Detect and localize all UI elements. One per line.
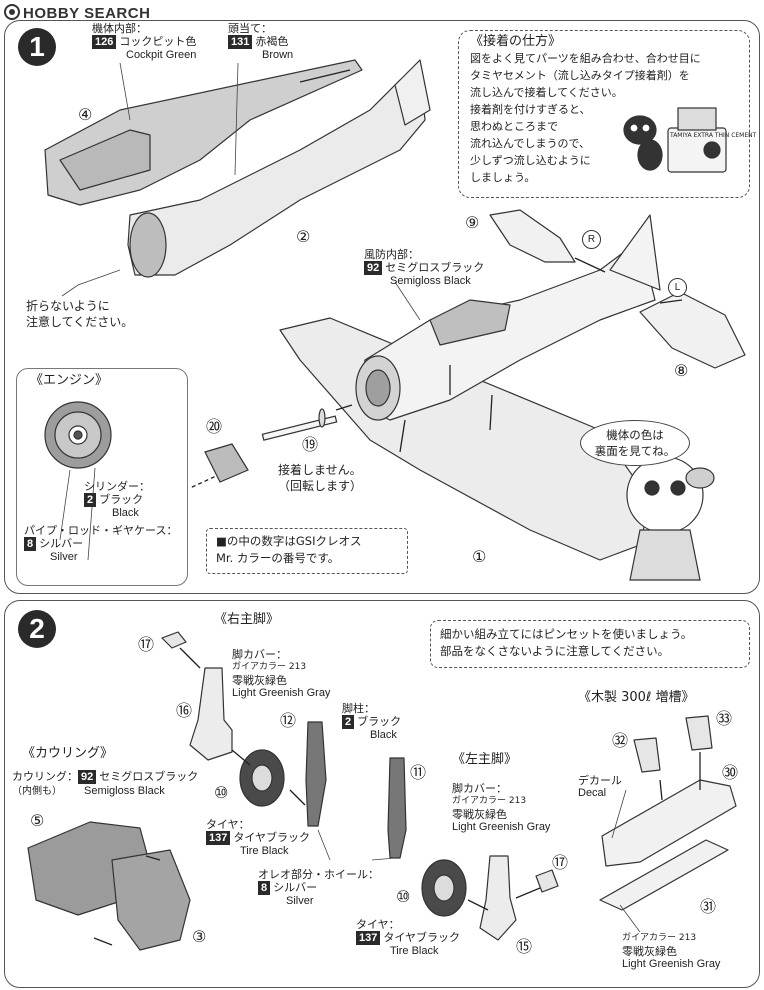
decal-label: デカール Decal xyxy=(578,774,622,799)
tweezers-note: 細かい組み立てにはピンセットを使いましょう。 部品をなくさないように注意してくだ… xyxy=(440,627,693,658)
tweezers-note-box xyxy=(430,620,750,668)
part-10-left-marker: ⑩ xyxy=(396,887,411,906)
bracket-part-32 xyxy=(633,737,661,773)
cement-bottle-label: TAMIYA EXTRA THIN CEMENT xyxy=(670,132,757,139)
part-8-marker: ⑧ xyxy=(674,361,689,380)
mark-r: R xyxy=(582,230,601,249)
part-31-marker: ㉛ xyxy=(700,897,717,916)
elevator-part-9 xyxy=(489,209,576,263)
drop-tank-part-31 xyxy=(599,839,729,911)
part-9-marker: ⑨ xyxy=(465,213,480,232)
part-5-marker: ⑤ xyxy=(30,811,45,830)
cat-mascot-illustration xyxy=(623,115,663,171)
body-color-speech-bubble: 機体の色は 裏面を見てね。 xyxy=(580,420,690,466)
glue-instructions-text: 《接着の仕方》 図をよく見てパーツを組み合わせ、合わせ目に タミヤセメント（流し… xyxy=(470,34,701,184)
propeller-shaft-part-19 xyxy=(261,415,338,441)
mark-l: L xyxy=(668,278,687,297)
logo-text: HOBBY SEARCH xyxy=(23,5,151,22)
part-1-marker: ① xyxy=(472,547,487,566)
step-2-badge: 2 xyxy=(18,610,56,648)
part-20-marker: ⑳ xyxy=(206,417,223,436)
color-code-note-box xyxy=(206,528,408,574)
engine-title: 《エンジン》 xyxy=(30,373,109,388)
gear-cap-part-17 xyxy=(161,631,187,649)
engine-detail-box xyxy=(16,368,188,586)
cowling-title: 《カウリング》 xyxy=(22,746,114,761)
no-glue-note: 接着しません。 （回転します） xyxy=(278,463,363,493)
gear-cover-right-color-label: 脚カバー： ガイアカラー 213 零戦灰緑色 Light Greenish Gr… xyxy=(232,648,331,699)
gear-cover-part-16 xyxy=(189,667,233,761)
right-gear-title: 《右主脚》 xyxy=(214,612,280,627)
logo-ring-icon xyxy=(4,4,20,20)
bracket-part-33 xyxy=(685,715,713,751)
part-17-left-marker: ⑰ xyxy=(552,853,569,872)
color-code-note: ■の中の数字はGSIクレオス Mr. カラーの番号です。 xyxy=(216,534,362,565)
strut-part-11 xyxy=(387,757,407,859)
part-4-marker: ④ xyxy=(78,105,93,124)
part-12-marker: ⑫ xyxy=(280,711,297,730)
left-gear-title: 《左主脚》 xyxy=(452,752,518,767)
part-15-marker: ⑮ xyxy=(516,937,533,956)
part-17-right-marker: ⑰ xyxy=(138,635,155,654)
drop-tank-color-label: ガイアカラー 213 零戦灰緑色 Light Greenish Gray xyxy=(622,933,721,970)
gear-cover-part-15 xyxy=(479,855,517,941)
glue-instructions-box xyxy=(458,30,750,198)
part-10-right-marker: ⑩ xyxy=(214,783,229,802)
hobby-search-logo: HOBBY SEARCH xyxy=(4,4,150,22)
cowling-part-3 xyxy=(111,849,191,951)
part-3-marker: ③ xyxy=(192,927,207,946)
part-2-marker: ② xyxy=(296,227,311,246)
engine-radial xyxy=(44,401,112,469)
part-30-marker: ㉚ xyxy=(722,763,739,782)
fold-warning: 折らないように 注意してください。 xyxy=(26,299,134,329)
part-33-marker: ㉝ xyxy=(716,709,733,728)
part-19-marker: ⑲ xyxy=(302,435,319,454)
part-16-marker: ⑯ xyxy=(176,701,193,720)
step-1-badge: 1 xyxy=(18,28,56,66)
part-32-marker: ㉜ xyxy=(612,731,629,750)
strut-part-12 xyxy=(305,721,327,827)
drop-tank-title: 《木製 300ℓ 増槽》 xyxy=(578,690,695,705)
gear-case-part-20 xyxy=(204,443,249,483)
girl-mascot-illustration xyxy=(626,456,715,581)
gear-cover-left-color-label: 脚カバー： ガイアカラー 213 零戦灰緑色 Light Greenish Gr… xyxy=(452,782,551,833)
cement-bottle-illustration xyxy=(667,107,727,173)
part-11-marker: ⑪ xyxy=(410,763,427,782)
